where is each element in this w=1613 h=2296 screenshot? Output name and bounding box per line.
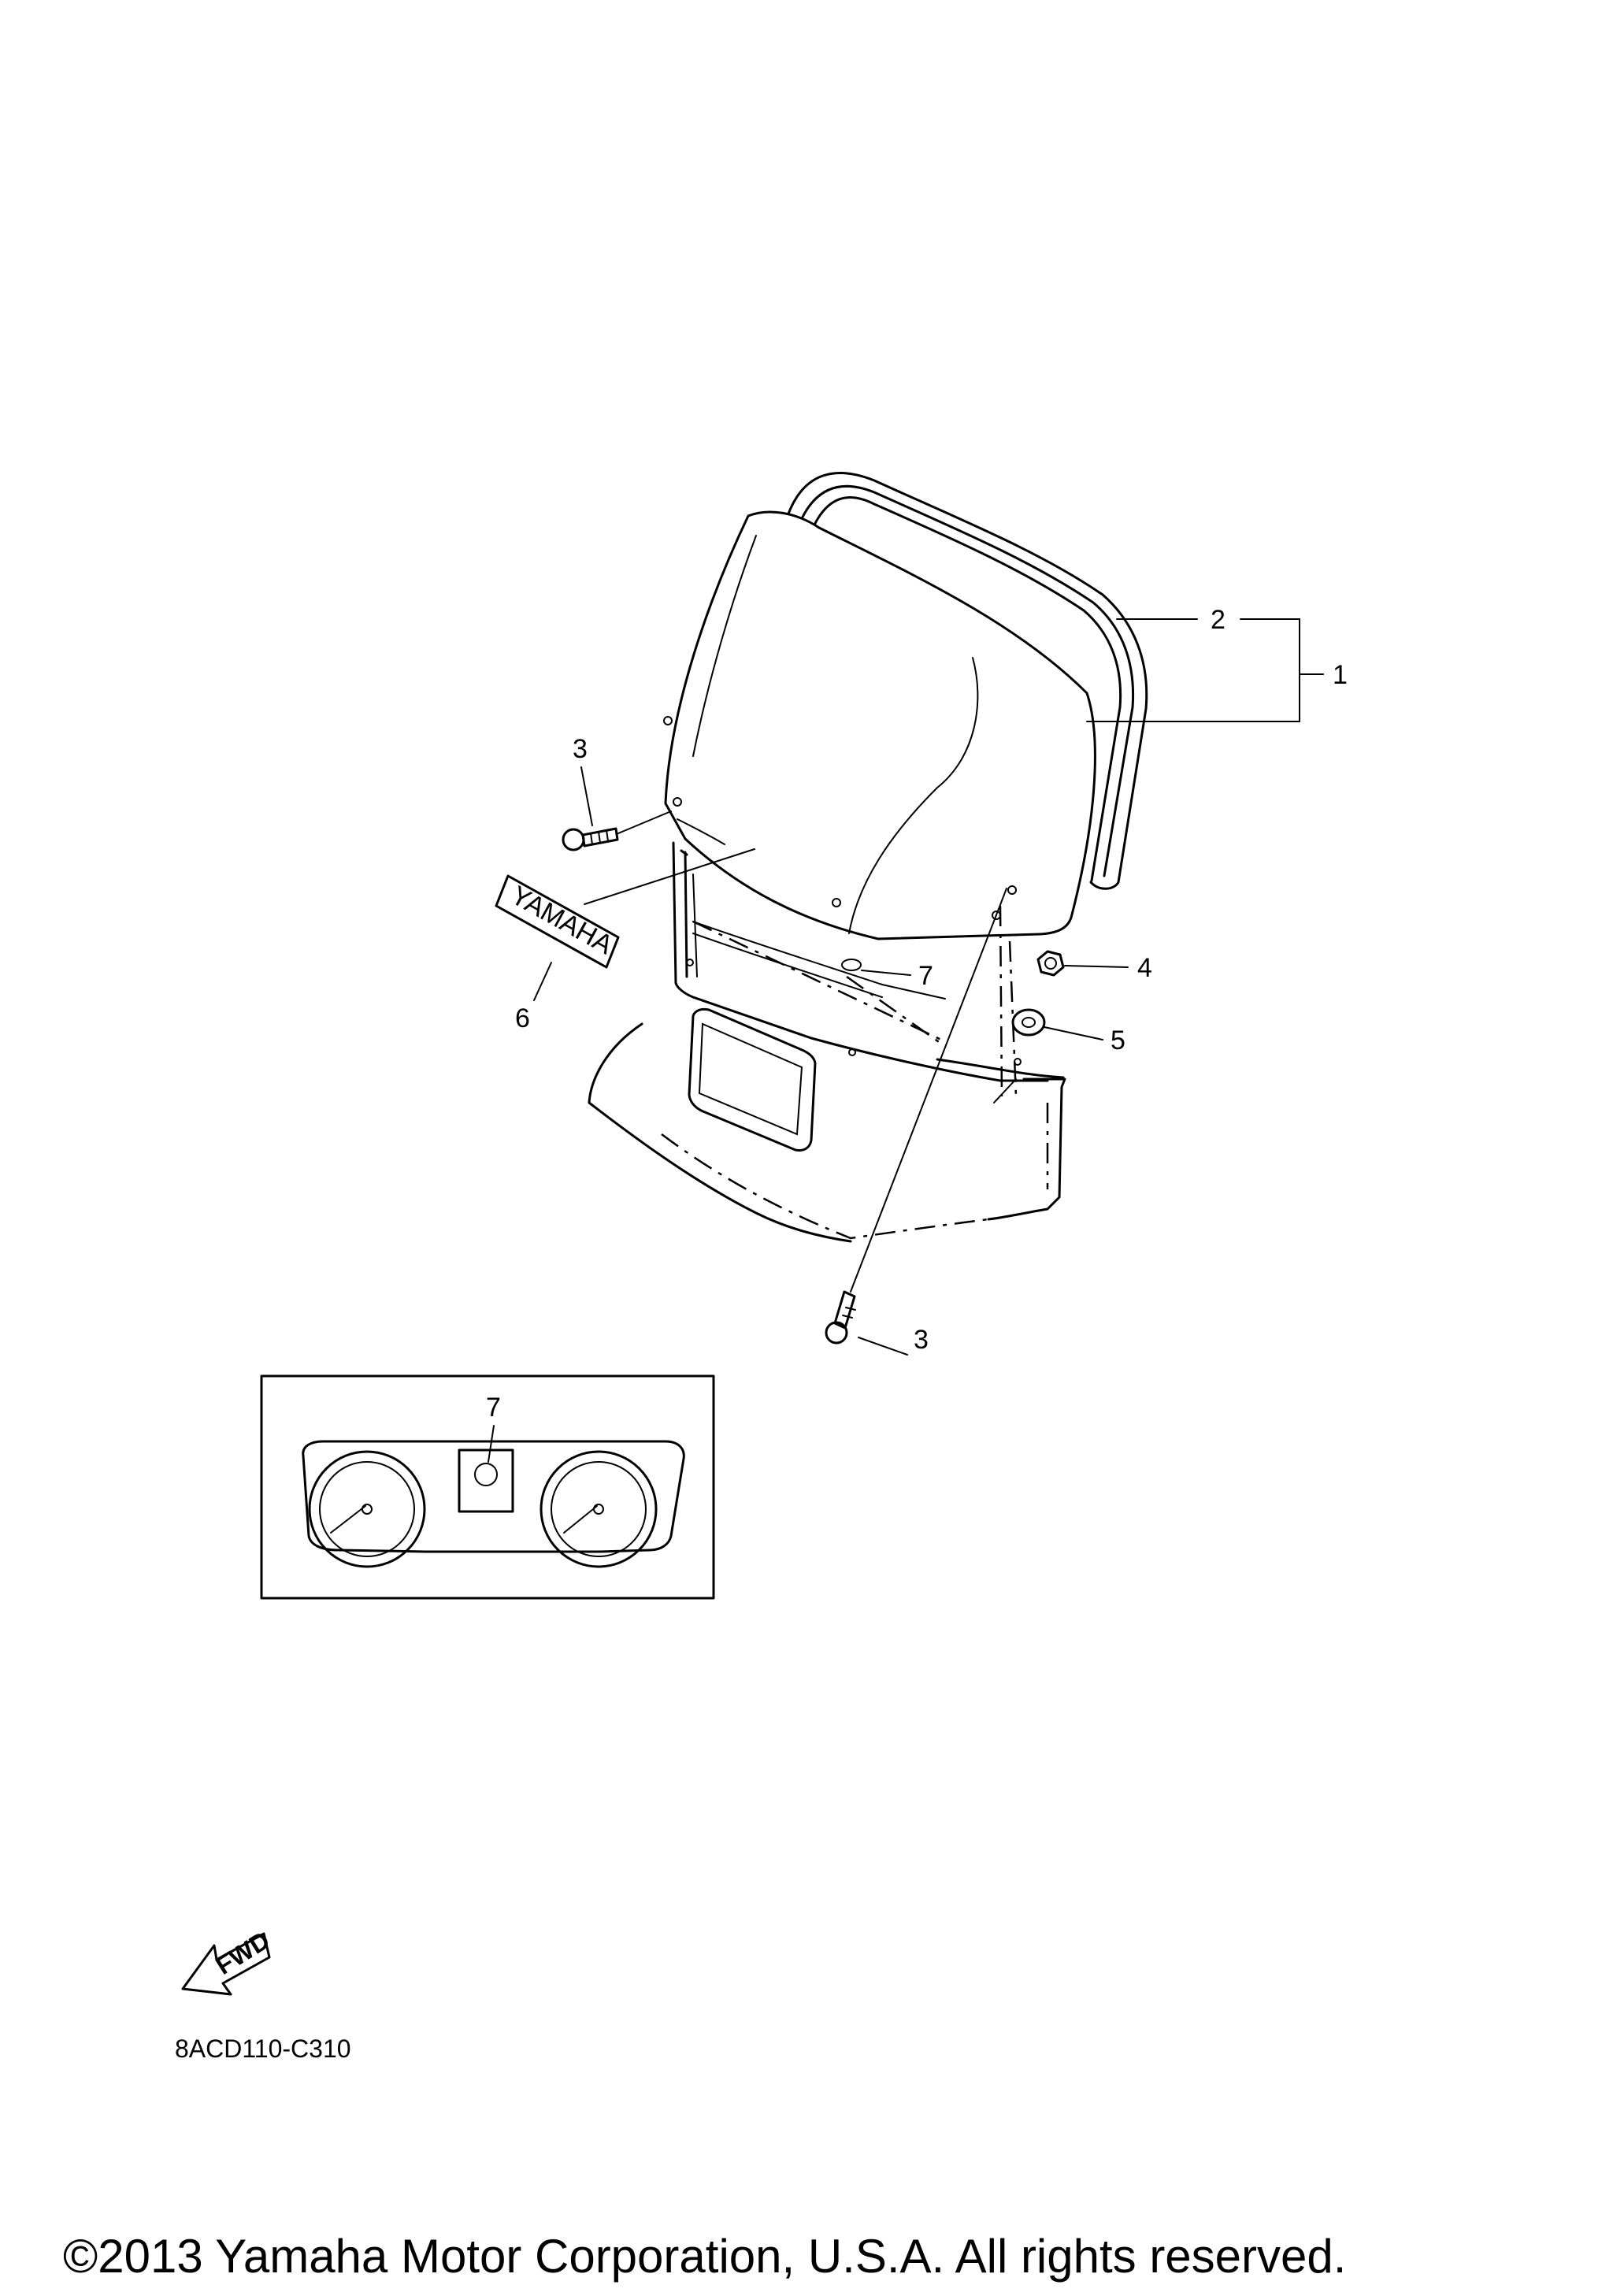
fwd-arrow-icon: FWD	[181, 1926, 274, 1996]
callout-6: 6	[515, 1003, 530, 1033]
callout-3-upper: 3	[573, 734, 588, 764]
callout-labels: 1 2 3 3 4 5 6 7	[515, 605, 1348, 1355]
callout-1: 1	[1333, 660, 1348, 690]
bolt-lower	[825, 888, 1007, 1345]
diagram-code: 8ACD110-C310	[175, 2035, 351, 2063]
callout-5: 5	[1111, 1026, 1125, 1055]
windshield	[663, 510, 1096, 940]
callout-7-inset: 7	[486, 1393, 501, 1422]
callout-7-main: 7	[918, 961, 933, 991]
washer	[1011, 1008, 1046, 1037]
bolt-upper	[562, 810, 672, 851]
nut	[1036, 950, 1065, 977]
callout-3-lower: 3	[914, 1325, 929, 1355]
meter-cowl	[588, 841, 1066, 1243]
windshield-trim-seal	[786, 471, 1148, 890]
copyright-notice: ©2013 Yamaha Motor Corporation, U.S.A. A…	[63, 2230, 1346, 2283]
yamaha-emblem: YAMAHA	[495, 848, 755, 969]
callout-2: 2	[1211, 605, 1226, 635]
leader-lines	[533, 618, 1324, 1356]
callout-4: 4	[1137, 953, 1152, 983]
inset-meter-detail: 7	[260, 1374, 715, 1600]
